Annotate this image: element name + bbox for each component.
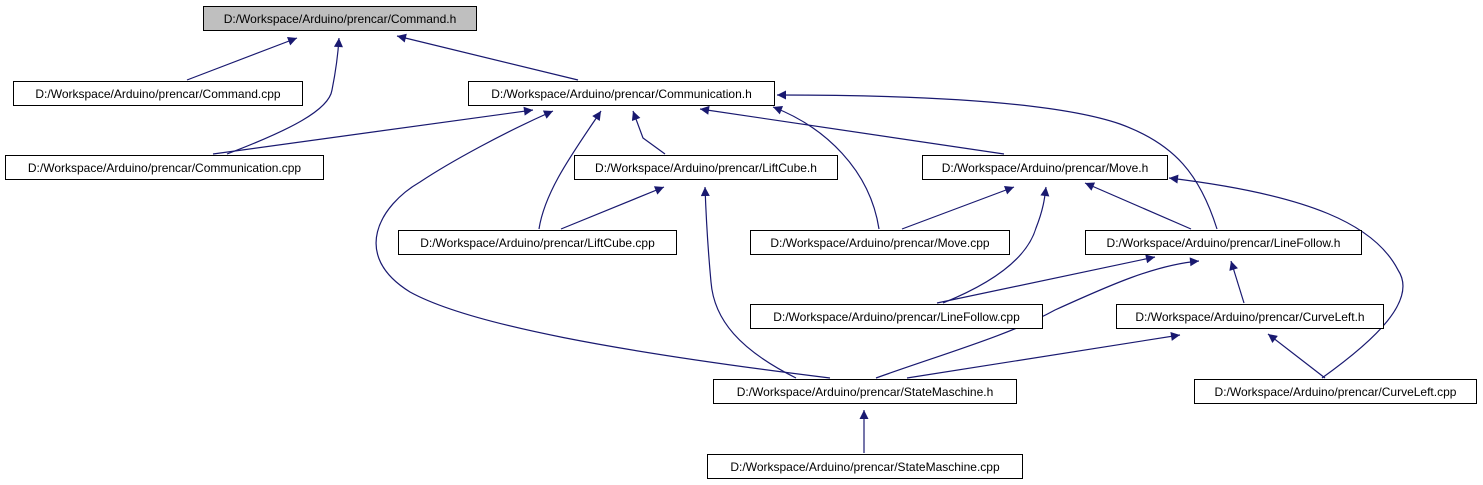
node-box <box>922 155 1168 180</box>
node-label: D:/Workspace/Arduino/prencar/LineFollow.… <box>1107 236 1341 250</box>
node-box <box>574 155 838 180</box>
edge-linefollow-cpp-to-move-h <box>942 186 1050 304</box>
node-box <box>468 81 775 106</box>
node-box <box>707 454 1023 479</box>
node-label: D:/Workspace/Arduino/prencar/Communicati… <box>28 161 302 175</box>
node-label: D:/Workspace/Arduino/prencar/LiftCube.h <box>595 161 817 175</box>
edge-move-cpp-to-communication-h <box>772 106 880 230</box>
edge-statemaschine-h-to-liftcube-h <box>700 186 797 379</box>
node-box <box>1085 230 1362 255</box>
edge-curveleft-h-to-linefollow-h <box>1229 260 1245 304</box>
node-box <box>13 81 303 106</box>
node-liftcube-cpp[interactable]: D:/Workspace/Arduino/prencar/LiftCube.cp… <box>398 230 677 255</box>
node-label: D:/Workspace/Arduino/prencar/Command.h <box>224 12 457 26</box>
node-move-cpp[interactable]: D:/Workspace/Arduino/prencar/Move.cpp <box>750 230 1010 255</box>
edge-liftcube-cpp-to-communication-h <box>538 110 602 230</box>
edge-command-cpp-to-command-h <box>186 37 298 81</box>
node-linefollow-cpp[interactable]: D:/Workspace/Arduino/prencar/LineFollow.… <box>750 304 1043 329</box>
edge-move-cpp-to-move-h <box>901 185 1015 230</box>
node-curveleft-cpp[interactable]: D:/Workspace/Arduino/prencar/CurveLeft.c… <box>1194 379 1477 404</box>
node-label: D:/Workspace/Arduino/prencar/CurveLeft.c… <box>1215 385 1457 399</box>
node-box <box>713 379 1017 404</box>
edge-communication-cpp-to-communication-h <box>212 106 534 155</box>
node-statemaschine-cpp[interactable]: D:/Workspace/Arduino/prencar/StateMaschi… <box>707 454 1023 479</box>
node-move-h[interactable]: D:/Workspace/Arduino/prencar/Move.h <box>922 155 1168 180</box>
node-command-h[interactable]: D:/Workspace/Arduino/prencar/Command.h <box>203 6 477 31</box>
edge-move-h-to-communication-h <box>699 105 1005 155</box>
node-label: D:/Workspace/Arduino/prencar/Move.h <box>942 161 1149 175</box>
edge-liftcube-cpp-to-liftcube-h <box>560 186 665 230</box>
node-statemaschine-h[interactable]: D:/Workspace/Arduino/prencar/StateMaschi… <box>713 379 1017 404</box>
nodes-layer: D:/Workspace/Arduino/prencar/Command.hD:… <box>5 6 1477 479</box>
edge-linefollow-h-to-move-h <box>1084 182 1192 230</box>
edge-curveleft-cpp-to-curveleft-h <box>1267 333 1326 379</box>
node-box <box>5 155 324 180</box>
node-label: D:/Workspace/Arduino/prencar/Move.cpp <box>770 236 990 250</box>
node-label: D:/Workspace/Arduino/prencar/CurveLeft.h <box>1135 310 1364 324</box>
node-label: D:/Workspace/Arduino/prencar/Command.cpp <box>35 87 281 101</box>
edge-curveleft-cpp-to-move-h <box>1168 174 1404 379</box>
node-box <box>750 230 1010 255</box>
node-liftcube-h[interactable]: D:/Workspace/Arduino/prencar/LiftCube.h <box>574 155 838 180</box>
edge-communication-h-to-command-h <box>396 33 579 81</box>
node-linefollow-h[interactable]: D:/Workspace/Arduino/prencar/LineFollow.… <box>1085 230 1362 255</box>
edge-linefollow-cpp-to-linefollow-h <box>936 254 1156 304</box>
edge-statemaschine-h-to-linefollow-h <box>875 257 1200 379</box>
node-label: D:/Workspace/Arduino/prencar/LiftCube.cp… <box>420 236 655 250</box>
edge-communication-cpp-to-command-h <box>226 37 343 155</box>
node-box <box>1194 379 1477 404</box>
edge-statemaschine-h-to-curveleft-h <box>906 331 1181 379</box>
node-command-cpp[interactable]: D:/Workspace/Arduino/prencar/Command.cpp <box>13 81 303 106</box>
node-label: D:/Workspace/Arduino/prencar/StateMaschi… <box>730 460 1000 474</box>
edges-layer <box>186 33 1404 453</box>
node-box <box>1116 304 1384 329</box>
node-communication-h[interactable]: D:/Workspace/Arduino/prencar/Communicati… <box>468 81 775 106</box>
node-label: D:/Workspace/Arduino/prencar/LineFollow.… <box>773 310 1020 324</box>
edge-linefollow-h-to-communication-h <box>776 90 1218 230</box>
node-communication-cpp[interactable]: D:/Workspace/Arduino/prencar/Communicati… <box>5 155 324 180</box>
node-box <box>398 230 677 255</box>
node-box <box>203 6 477 31</box>
edge-liftcube-h-to-communication-h <box>631 110 666 155</box>
node-box <box>750 304 1043 329</box>
node-curveleft-h[interactable]: D:/Workspace/Arduino/prencar/CurveLeft.h <box>1116 304 1384 329</box>
node-label: D:/Workspace/Arduino/prencar/StateMaschi… <box>737 385 994 399</box>
edge-statemaschine-h-to-communication-h <box>375 110 831 379</box>
node-label: D:/Workspace/Arduino/prencar/Communicati… <box>491 87 752 101</box>
